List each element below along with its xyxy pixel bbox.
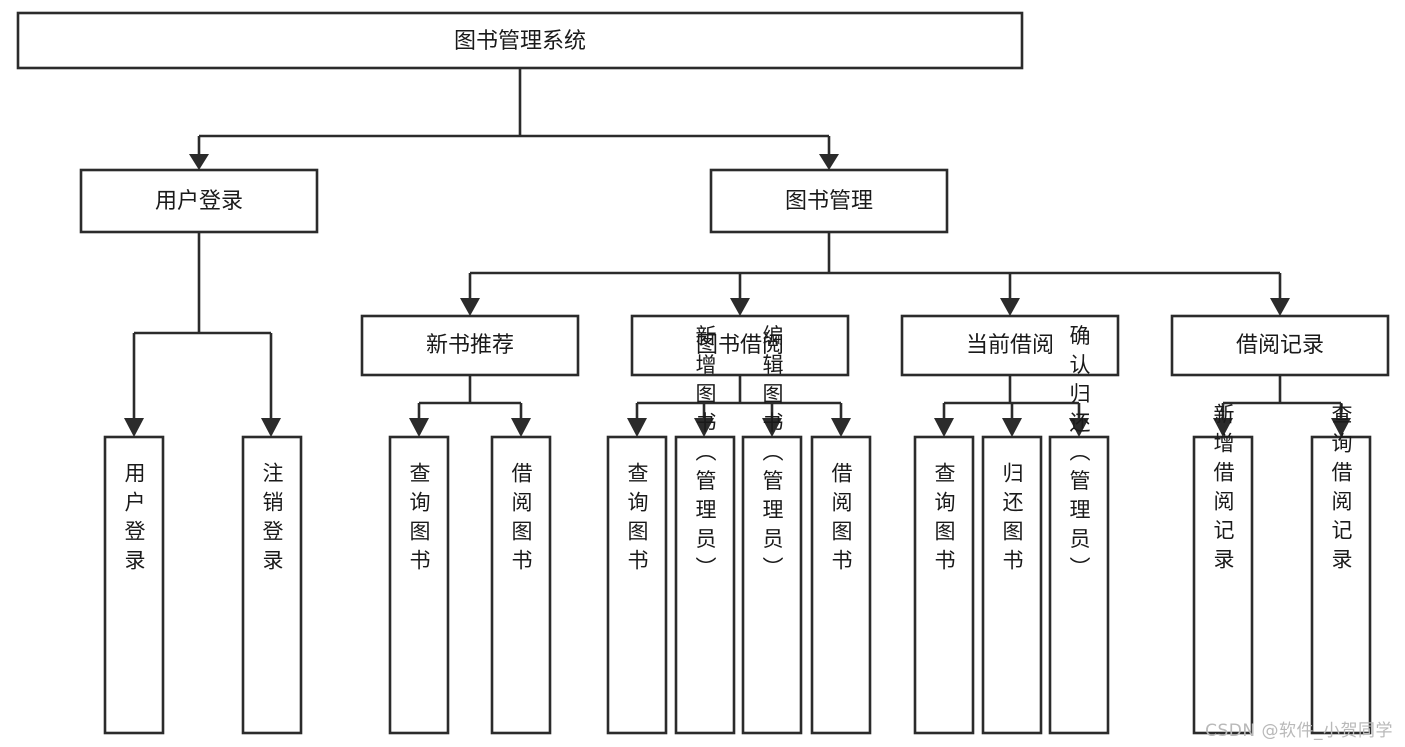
leaf-book-borrow-4-box[interactable]	[810, 435, 872, 735]
leaf-current-borrow-2-box[interactable]	[981, 435, 1043, 735]
leaf-book-borrow-3[interactable]: 编辑图书（管理员）	[741, 325, 803, 735]
arrowhead-leaf-book-borrow-2	[694, 418, 714, 437]
arrowhead-leaf-user-login-2	[261, 418, 281, 437]
node-new-book-recommend[interactable]: 新书推荐	[360, 314, 580, 377]
leaf-current-borrow-3-label: 确认归还（管理员）	[1067, 325, 1091, 586]
leaf-current-borrow-2[interactable]: 归还图书	[981, 435, 1043, 735]
arrowhead-user-login	[189, 154, 209, 170]
leaf-current-borrow-3-box[interactable]	[1048, 435, 1110, 735]
leaf-borrow-record-2-box[interactable]	[1310, 435, 1372, 735]
arrowhead-book-borrow	[730, 298, 750, 316]
node-root[interactable]: 图书管理系统	[16, 11, 1024, 70]
node-current-borrow-label: 当前借阅	[966, 333, 1054, 358]
node-user-login-box[interactable]	[79, 168, 319, 234]
arrowhead-new-book-recommend	[460, 298, 480, 316]
arrowhead-leaf-current-borrow-1	[934, 418, 954, 437]
arrowhead-leaf-book-borrow-3	[762, 418, 782, 437]
arrowhead-leaf-borrow-record-1	[1213, 418, 1233, 437]
leaf-book-borrow-1-box[interactable]	[606, 435, 668, 735]
leaf-new-book-1-box[interactable]	[388, 435, 450, 735]
node-book-borrow[interactable]: 图书借阅	[630, 314, 850, 377]
leaf-borrow-record-1-box[interactable]	[1192, 435, 1254, 735]
leaf-book-borrow-2-box[interactable]	[674, 435, 736, 735]
leaf-book-borrow-1-label: 查询图书	[625, 462, 649, 578]
node-book-manage-box[interactable]	[709, 168, 949, 234]
arrowhead-leaf-current-borrow-3	[1069, 418, 1089, 437]
node-borrow-record-box[interactable]	[1170, 314, 1390, 377]
leaf-new-book-1-label: 查询图书	[407, 462, 431, 578]
leaf-user-login-1-box[interactable]	[103, 435, 165, 735]
node-book-manage-label: 图书管理	[785, 189, 873, 214]
node-root-label: 图书管理系统	[454, 29, 586, 54]
node-borrow-record-label: 借阅记录	[1236, 333, 1324, 358]
node-new-book-recommend-box[interactable]	[360, 314, 580, 377]
arrowhead-leaf-user-login-1	[124, 418, 144, 437]
watermark-text: CSDN @软件_小贺同学	[1205, 721, 1393, 741]
leaf-current-borrow-1[interactable]: 查询图书	[913, 435, 975, 735]
leaf-book-borrow-4[interactable]: 借阅图书	[810, 435, 872, 735]
arrowhead-leaf-new-book-1	[409, 418, 429, 437]
leaf-book-borrow-1[interactable]: 查询图书	[606, 435, 668, 735]
leaf-borrow-record-1-label: 新增借阅记录	[1211, 403, 1235, 577]
arrowhead-borrow-record	[1270, 298, 1290, 316]
node-book-borrow-box[interactable]	[630, 314, 850, 377]
leaf-user-login-2-box[interactable]	[241, 435, 303, 735]
node-user-login-label: 用户登录	[155, 189, 243, 214]
arrowhead-leaf-borrow-record-2	[1331, 418, 1351, 437]
leaf-user-login-1[interactable]: 用户登录	[103, 435, 165, 735]
leaf-book-borrow-3-box[interactable]	[741, 435, 803, 735]
leaf-new-book-1[interactable]: 查询图书	[388, 435, 450, 735]
leaf-current-borrow-1-box[interactable]	[913, 435, 975, 735]
node-book-borrow-label: 图书借阅	[696, 333, 784, 358]
node-root-box[interactable]	[16, 11, 1024, 70]
connector-layer	[124, 68, 1351, 437]
node-current-borrow-box[interactable]	[900, 314, 1120, 377]
node-new-book-recommend-label: 新书推荐	[426, 333, 514, 358]
node-book-manage[interactable]: 图书管理	[709, 168, 949, 234]
arrowhead-book-manage	[819, 154, 839, 170]
arrowhead-leaf-new-book-2	[511, 418, 531, 437]
node-user-login[interactable]: 用户登录	[79, 168, 319, 234]
leaf-borrow-record-2-label: 查询借阅记录	[1329, 403, 1353, 577]
leaf-user-login-2-label: 注销登录	[260, 462, 284, 578]
leaf-new-book-2-box[interactable]	[490, 435, 552, 735]
arrowhead-leaf-current-borrow-2	[1002, 418, 1022, 437]
leaf-current-borrow-3[interactable]: 确认归还（管理员）	[1048, 325, 1110, 735]
arrowhead-leaf-book-borrow-4	[831, 418, 851, 437]
leaf-new-book-2-label: 借阅图书	[509, 462, 533, 578]
leaf-user-login-2[interactable]: 注销登录	[241, 435, 303, 735]
leaf-user-login-1-label: 用户登录	[122, 462, 146, 578]
leaf-book-borrow-2-label: 新增图书（管理员）	[693, 325, 717, 586]
leaf-borrow-record-1[interactable]: 新增借阅记录	[1192, 403, 1254, 735]
leaf-borrow-record-2[interactable]: 查询借阅记录	[1310, 403, 1372, 735]
leaf-current-borrow-2-label: 归还图书	[1000, 462, 1024, 578]
node-borrow-record[interactable]: 借阅记录	[1170, 314, 1390, 377]
leaf-new-book-2[interactable]: 借阅图书	[490, 435, 552, 735]
node-current-borrow[interactable]: 当前借阅	[900, 314, 1120, 377]
leaf-book-borrow-4-label: 借阅图书	[829, 462, 853, 578]
arrowhead-leaf-book-borrow-1	[627, 418, 647, 437]
leaf-book-borrow-2[interactable]: 新增图书（管理员）	[674, 325, 736, 735]
arrowhead-current-borrow	[1000, 298, 1020, 316]
leaf-book-borrow-3-label: 编辑图书（管理员）	[760, 325, 784, 586]
leaf-current-borrow-1-label: 查询图书	[932, 462, 956, 578]
